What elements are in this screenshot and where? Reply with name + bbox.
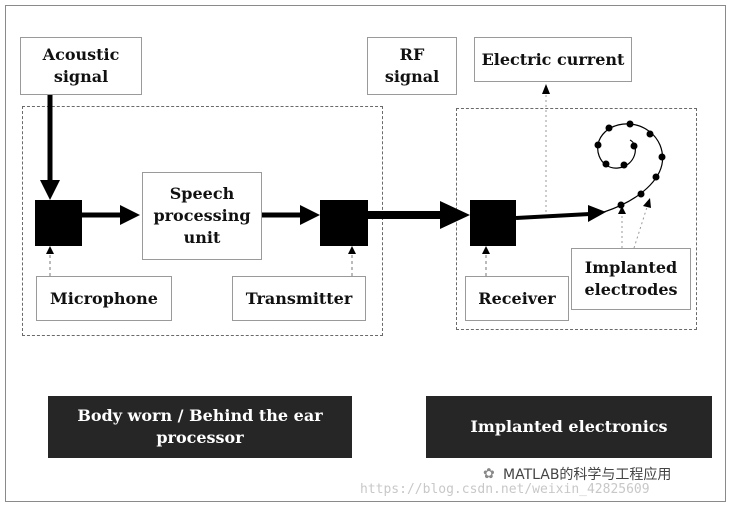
watermark-icon: ✿	[483, 466, 495, 482]
transmitter-block	[320, 200, 368, 246]
arrowhead-acoustic	[40, 180, 60, 200]
electrode-array	[597, 123, 664, 213]
transmitter-box: Transmitter	[232, 276, 366, 321]
arrowhead-transmitter	[300, 205, 320, 225]
electrode-contacts	[594, 120, 666, 209]
microphone-box: Microphone	[36, 276, 172, 321]
arrowhead-receiver	[440, 201, 470, 229]
receiver-box: Receiver	[465, 276, 569, 321]
arrow-receiver-to-electrodes	[515, 212, 591, 220]
arrowhead-electrodes	[588, 205, 606, 222]
electric-current-box: Electric current	[474, 37, 632, 82]
speech-processing-unit-box: Speech processing unit	[142, 172, 262, 260]
arrowhead-processor	[120, 205, 140, 225]
receiver-block	[470, 200, 516, 246]
microphone-block	[35, 200, 82, 246]
implanted-electrodes-box: Implanted electrodes	[571, 248, 691, 310]
external-processor-banner: Body worn / Behind the ear processor	[48, 396, 352, 458]
rf-signal-box: RF signal	[367, 37, 457, 95]
implanted-electronics-banner: Implanted electronics	[426, 396, 712, 458]
acoustic-signal-box: Acoustic signal	[20, 37, 142, 95]
watermark-brand: MATLAB的科学与工程应用	[503, 467, 672, 483]
watermark-url[interactable]: https://blog.csdn.net/weixin_42825609	[360, 482, 650, 497]
external-processor-group	[22, 106, 383, 336]
